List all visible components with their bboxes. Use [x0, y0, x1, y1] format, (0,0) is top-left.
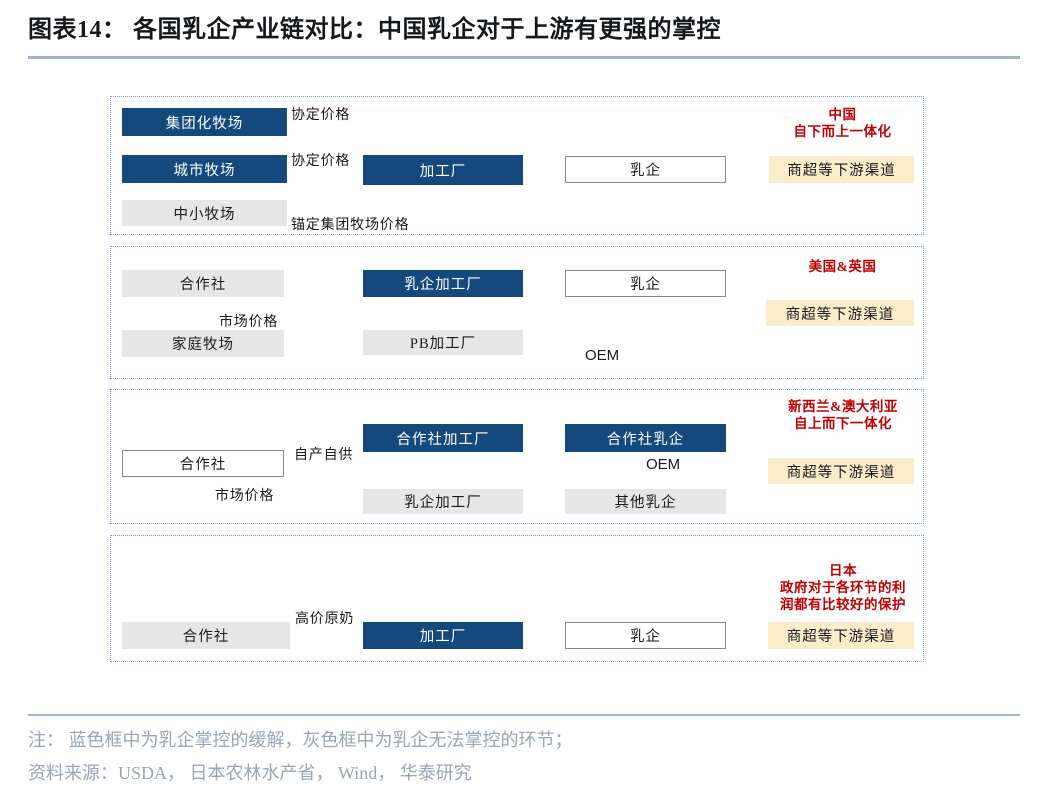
region-line: 美国&英国 — [808, 259, 877, 274]
node-p3-n1[interactable]: 合作社 — [122, 450, 284, 477]
region-line: 中国 — [828, 107, 857, 122]
node-p1-n3[interactable]: 中小牧场 — [122, 200, 287, 226]
region-line: 自下而上一体化 — [793, 124, 892, 139]
region-line: 润都有比较好的保护 — [780, 597, 906, 612]
node-p2-n4[interactable]: PB加工厂 — [363, 330, 523, 355]
node-p3-n2[interactable]: 合作社加工厂 — [363, 424, 523, 452]
region-line: 政府对于各环节的利 — [780, 580, 906, 595]
footer-source: 资料来源：USDA， 日本农林水产省， Wind， 华泰研究 — [28, 763, 472, 783]
footer-rule — [28, 714, 1020, 716]
region-line: 自上而下一体化 — [794, 416, 892, 431]
region-annotation-us-uk: 美国&英国 — [760, 258, 925, 275]
page-title: 图表14： 各国乳企产业链对比：中国乳企对于上游有更强的掌控 — [28, 17, 721, 43]
region-annotation-japan: 日本 政府对于各环节的利 润都有比较好的保护 — [748, 562, 938, 613]
edge-label-p3-e1: 自产自供 — [294, 448, 354, 463]
edge-label-p3-e3: OEM — [646, 456, 681, 473]
edge-label-p2-e1: 市场价格 — [219, 315, 279, 330]
region-line: 日本 — [829, 563, 857, 578]
edge-label-p4-e1: 高价原奶 — [295, 612, 355, 627]
node-p2-n1[interactable]: 合作社 — [122, 270, 284, 297]
node-p2-n6[interactable]: 商超等下游渠道 — [766, 300, 914, 326]
node-p1-n4[interactable]: 加工厂 — [363, 155, 523, 185]
region-annotation-nz-au: 新西兰&澳大利亚 自上而下一体化 — [748, 398, 938, 432]
node-p4-n1[interactable]: 合作社 — [122, 622, 290, 649]
figure-footer: 注： 蓝色框中为乳企掌控的缓解，灰色框中为乳企无法掌控的环节； 资料来源：USD… — [28, 724, 1020, 790]
figure-header: 图表14： 各国乳企产业链对比：中国乳企对于上游有更强的掌控 — [28, 12, 1020, 59]
node-p3-n5[interactable]: 其他乳企 — [565, 489, 726, 514]
node-p1-n2[interactable]: 城市牧场 — [122, 155, 287, 183]
node-p1-n6[interactable]: 商超等下游渠道 — [769, 156, 914, 183]
header-rule — [28, 56, 1020, 59]
node-p4-n4[interactable]: 商超等下游渠道 — [768, 622, 914, 649]
node-p4-n2[interactable]: 加工厂 — [363, 622, 523, 649]
edge-label-p1-e2: 协定价格 — [291, 154, 351, 169]
edge-label-p1-e3: 锚定集团牧场价格 — [291, 218, 410, 233]
node-p3-n4[interactable]: 合作社乳企 — [565, 424, 726, 452]
edge-label-p3-e2: 市场价格 — [215, 489, 275, 504]
node-p2-n2[interactable]: 家庭牧场 — [122, 330, 284, 357]
node-p2-n5[interactable]: 乳企 — [565, 270, 726, 297]
region-annotation-china: 中国 自下而上一体化 — [760, 106, 925, 140]
edge-label-p2-e2: OEM — [585, 347, 620, 364]
node-p1-n1[interactable]: 集团化牧场 — [122, 108, 287, 136]
node-p3-n3[interactable]: 乳企加工厂 — [363, 489, 523, 514]
footer-note: 注： 蓝色框中为乳企掌控的缓解，灰色框中为乳企无法掌控的环节； — [28, 730, 573, 750]
node-p4-n3[interactable]: 乳企 — [565, 622, 726, 649]
node-p1-n5[interactable]: 乳企 — [565, 156, 726, 183]
node-p3-n6[interactable]: 商超等下游渠道 — [768, 458, 914, 484]
edge-label-p1-e1: 协定价格 — [291, 108, 351, 123]
node-p2-n3[interactable]: 乳企加工厂 — [363, 270, 523, 297]
region-line: 新西兰&澳大利亚 — [788, 399, 898, 414]
